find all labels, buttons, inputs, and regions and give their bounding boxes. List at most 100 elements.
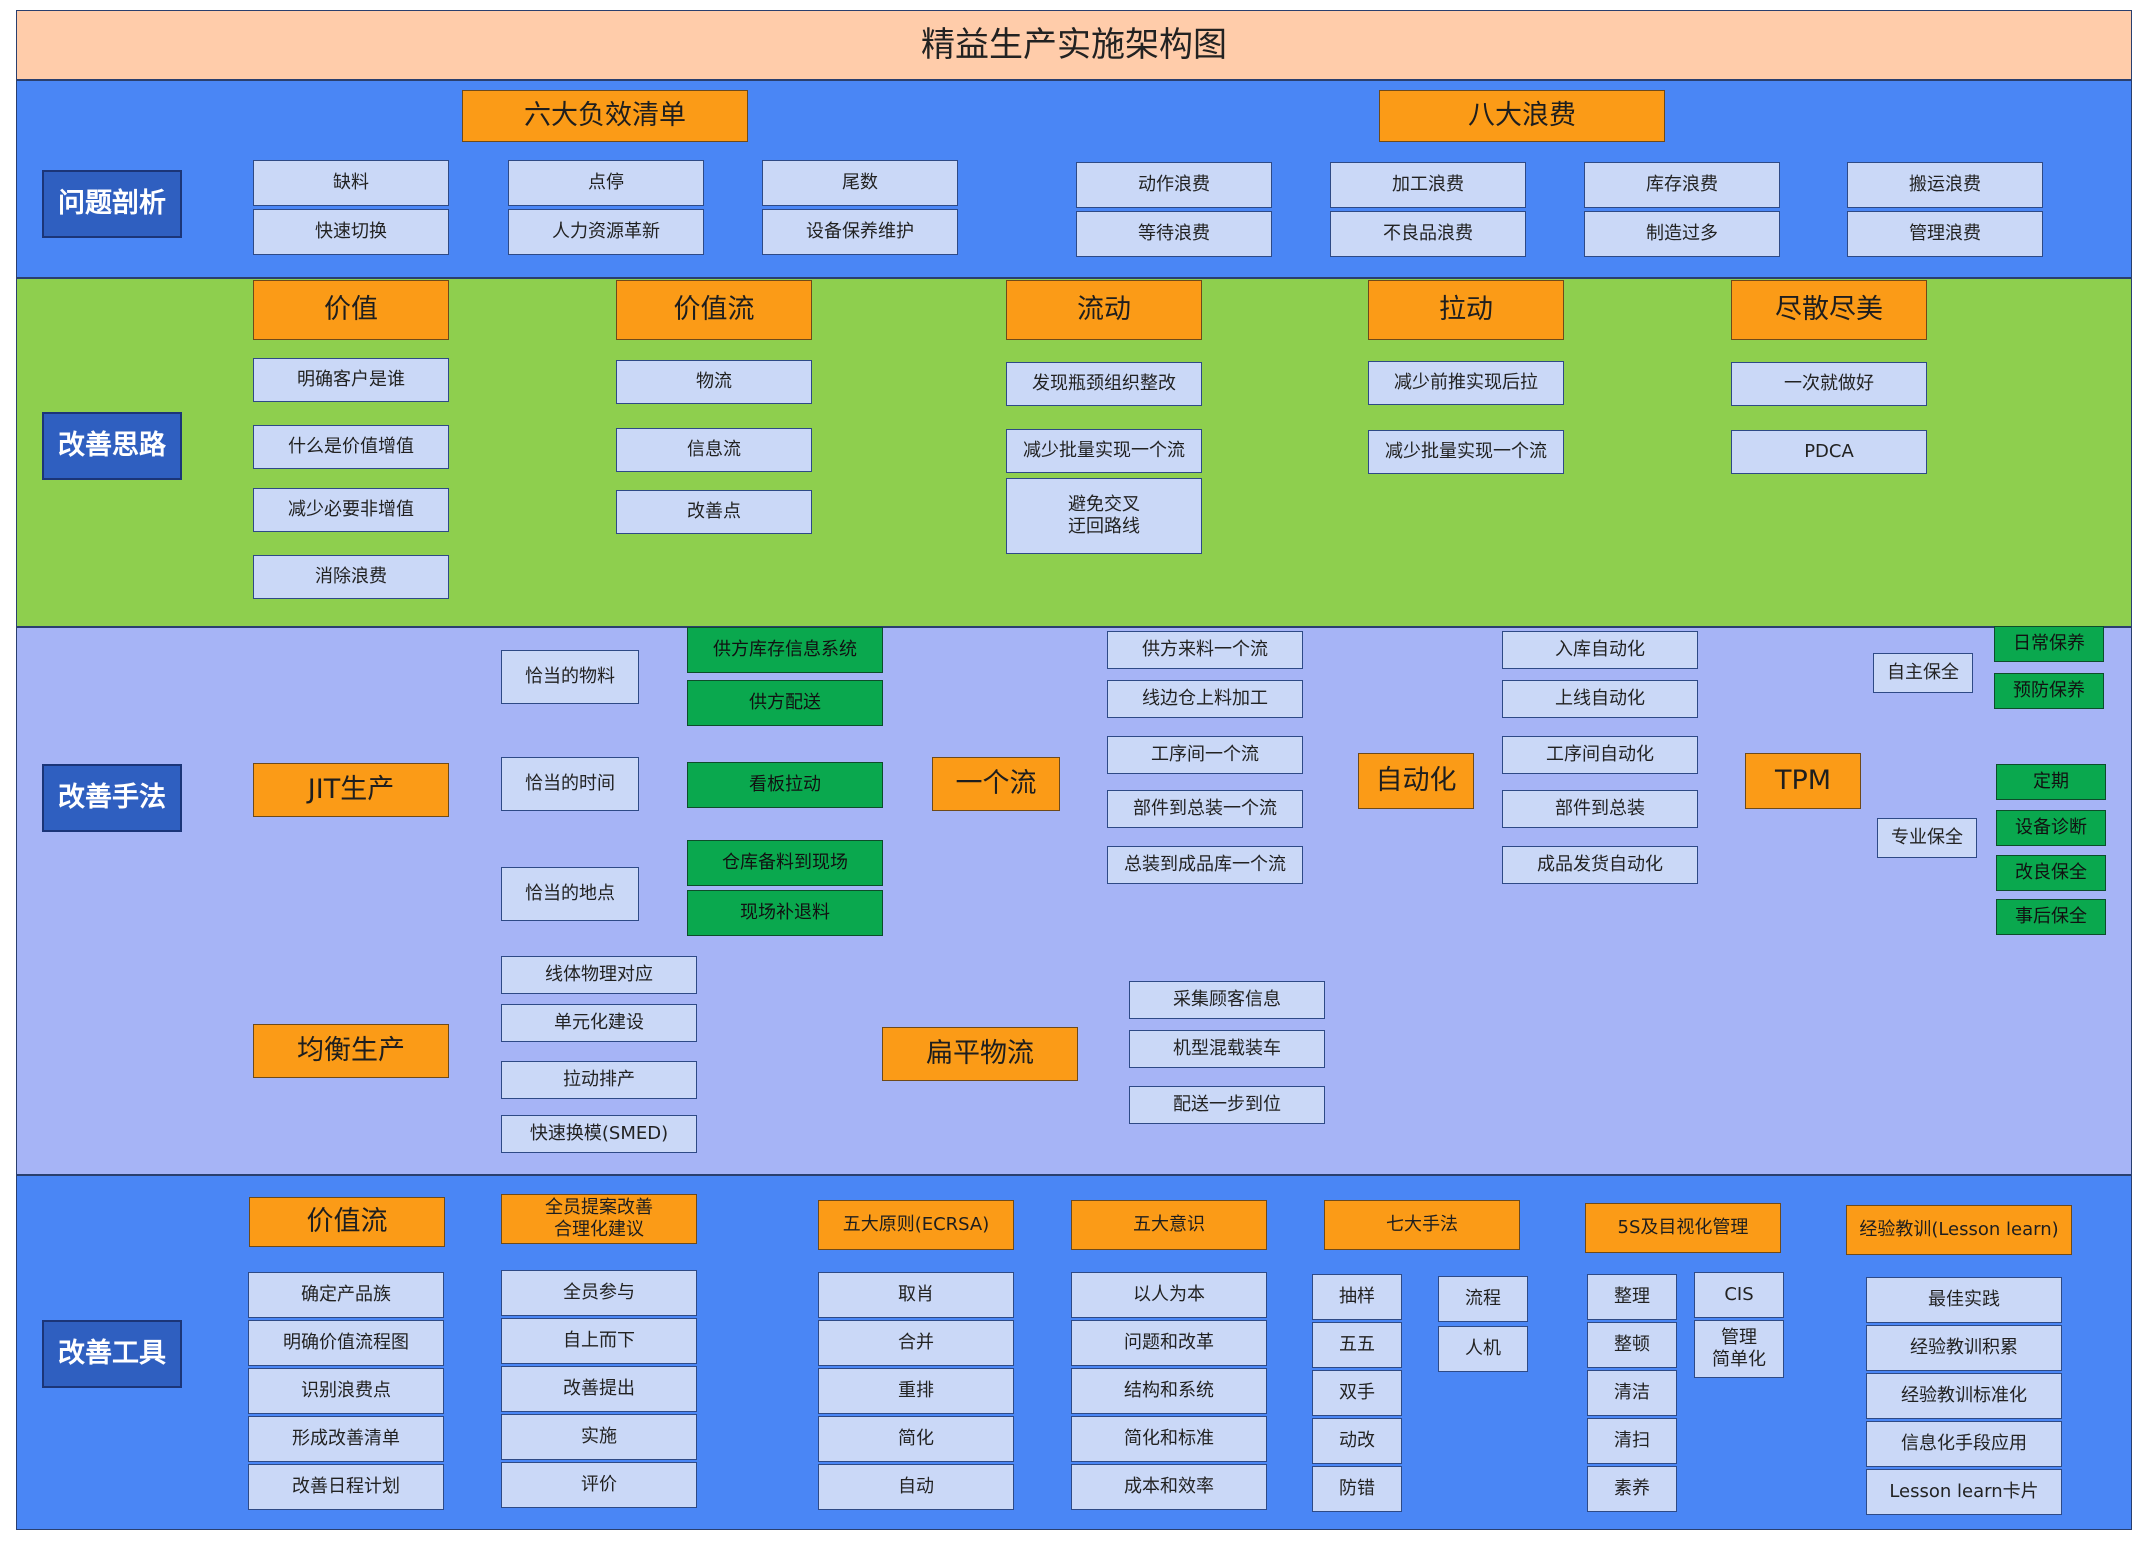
waste-item: 管理浪费 xyxy=(1847,211,2043,257)
thinking-column-title: 价值 xyxy=(253,280,449,340)
automation-item: 上线自动化 xyxy=(1502,680,1698,718)
seven-methods-item: 五五 xyxy=(1312,1322,1402,1368)
one-flow-item: 部件到总装一个流 xyxy=(1107,790,1303,828)
flat-logistics: 扁平物流 xyxy=(882,1027,1078,1081)
vsm-item: 明确价值流程图 xyxy=(248,1320,444,1366)
ecrsa-item: 取肖 xyxy=(818,1272,1014,1318)
one-flow-item: 总装到成品库一个流 xyxy=(1107,846,1303,884)
waste-item: 库存浪费 xyxy=(1584,162,1780,208)
thinking-item: 减少批量实现一个流 xyxy=(1006,429,1202,473)
ecrsa-title: 五大原则(ECRSA) xyxy=(818,1200,1014,1250)
right-item: 恰当的物料 xyxy=(501,650,639,704)
ecrsa-item: 重排 xyxy=(818,1368,1014,1414)
section-label-thinking: 改善思路 xyxy=(42,412,182,480)
jit-production: JIT生产 xyxy=(253,763,449,817)
seven-methods-item: 抽样 xyxy=(1312,1274,1402,1320)
ecrsa-item: 自动 xyxy=(818,1464,1014,1510)
seven-methods-item: 双手 xyxy=(1312,1370,1402,1416)
professional-maintenance-item: 定期 xyxy=(1996,764,2106,800)
thinking-column-title: 拉动 xyxy=(1368,280,1564,340)
thinking-item: 什么是价值增值 xyxy=(253,425,449,469)
automation-item: 入库自动化 xyxy=(1502,631,1698,669)
supply-item: 仓库备料到现场 xyxy=(687,840,883,886)
five-awareness-item: 以人为本 xyxy=(1071,1272,1267,1318)
thinking-item: 减少前推实现后拉 xyxy=(1368,361,1564,405)
loss-item: 设备保养维护 xyxy=(762,209,958,255)
loss-item: 尾数 xyxy=(762,160,958,206)
lesson-learn-item: 最佳实践 xyxy=(1866,1277,2062,1323)
supply-item: 供方配送 xyxy=(687,680,883,726)
supply-item: 现场补退料 xyxy=(687,890,883,936)
seven-methods-item: 动改 xyxy=(1312,1418,1402,1464)
tpm: TPM xyxy=(1745,753,1861,809)
flat-logistics-item: 机型混载装车 xyxy=(1129,1030,1325,1068)
balance-item: 单元化建设 xyxy=(501,1004,697,1042)
five-awareness-item: 简化和标准 xyxy=(1071,1416,1267,1462)
five-awareness-title: 五大意识 xyxy=(1071,1200,1267,1250)
thinking-column-title: 流动 xyxy=(1006,280,1202,340)
page-title: 精益生产实施架构图 xyxy=(16,10,2132,80)
thinking-item: 避免交叉 迂回路线 xyxy=(1006,478,1202,554)
seven-methods-item: 流程 xyxy=(1438,1276,1528,1322)
5s-item: 素养 xyxy=(1587,1466,1677,1512)
seven-methods-item: 人机 xyxy=(1438,1326,1528,1372)
vsm-item: 形成改善清单 xyxy=(248,1416,444,1462)
5s-item: 整顿 xyxy=(1587,1322,1677,1368)
proposal-item: 自上而下 xyxy=(501,1318,697,1364)
proposal-item: 改善提出 xyxy=(501,1366,697,1412)
5s-item: 清洁 xyxy=(1587,1370,1677,1416)
ecrsa-item: 合并 xyxy=(818,1320,1014,1366)
thinking-item: 信息流 xyxy=(616,428,812,472)
5s-item: 整理 xyxy=(1587,1274,1677,1320)
self-maintenance-item: 预防保养 xyxy=(1994,673,2104,709)
thinking-item: 减少必要非增值 xyxy=(253,488,449,532)
professional-maintenance: 专业保全 xyxy=(1877,818,1977,858)
loss-item: 人力资源革新 xyxy=(508,209,704,255)
seven-methods-title: 七大手法 xyxy=(1324,1200,1520,1250)
automation-item: 成品发货自动化 xyxy=(1502,846,1698,884)
loss-item: 快速切换 xyxy=(253,209,449,255)
professional-maintenance-item: 设备诊断 xyxy=(1996,810,2106,846)
thinking-column-title: 价值流 xyxy=(616,280,812,340)
flat-logistics-item: 配送一步到位 xyxy=(1129,1086,1325,1124)
thinking-item: 明确客户是谁 xyxy=(253,358,449,402)
loss-item: 点停 xyxy=(508,160,704,206)
right-item: 恰当的时间 xyxy=(501,757,639,811)
5s-item: 清扫 xyxy=(1587,1418,1677,1464)
five-awareness-item: 结构和系统 xyxy=(1071,1368,1267,1414)
lesson-learn-item: 信息化手段应用 xyxy=(1866,1421,2062,1467)
professional-maintenance-item: 事后保全 xyxy=(1996,899,2106,935)
professional-maintenance-item: 改良保全 xyxy=(1996,855,2106,891)
five-awareness-item: 问题和改革 xyxy=(1071,1320,1267,1366)
one-flow-item: 线边仓上料加工 xyxy=(1107,680,1303,718)
lesson-learn-item: Lesson learn卡片 xyxy=(1866,1469,2062,1515)
supply-item: 看板拉动 xyxy=(687,762,883,808)
supply-item: 供方库存信息系统 xyxy=(687,627,883,673)
5s-item: 管理 简单化 xyxy=(1694,1320,1784,1378)
eight-wastes-title: 八大浪费 xyxy=(1379,90,1665,142)
vsm-item: 识别浪费点 xyxy=(248,1368,444,1414)
section-label-tools: 改善工具 xyxy=(42,1320,182,1388)
waste-item: 动作浪费 xyxy=(1076,162,1272,208)
self-maintenance-item: 日常保养 xyxy=(1994,626,2104,662)
ecrsa-item: 简化 xyxy=(818,1416,1014,1462)
waste-item: 不良品浪费 xyxy=(1330,211,1526,257)
5s-item: CIS xyxy=(1694,1272,1784,1318)
balance-item: 快速换模(SMED) xyxy=(501,1115,697,1153)
thinking-item: 消除浪费 xyxy=(253,555,449,599)
flat-logistics-item: 采集顾客信息 xyxy=(1129,981,1325,1019)
self-maintenance: 自主保全 xyxy=(1873,653,1973,693)
thinking-item: 一次就做好 xyxy=(1731,362,1927,406)
six-losses-title: 六大负效清单 xyxy=(462,90,748,142)
section-label-methods: 改善手法 xyxy=(42,764,182,832)
section-label-analysis: 问题剖析 xyxy=(42,170,182,238)
vsm-item: 确定产品族 xyxy=(248,1272,444,1318)
balance-item: 线体物理对应 xyxy=(501,956,697,994)
thinking-item: 发现瓶颈组织整改 xyxy=(1006,362,1202,406)
balanced-production: 均衡生产 xyxy=(253,1024,449,1078)
proposal-item: 实施 xyxy=(501,1414,697,1460)
thinking-item: PDCA xyxy=(1731,430,1927,474)
proposal-item: 全员参与 xyxy=(501,1270,697,1316)
proposal-item: 评价 xyxy=(501,1462,697,1508)
